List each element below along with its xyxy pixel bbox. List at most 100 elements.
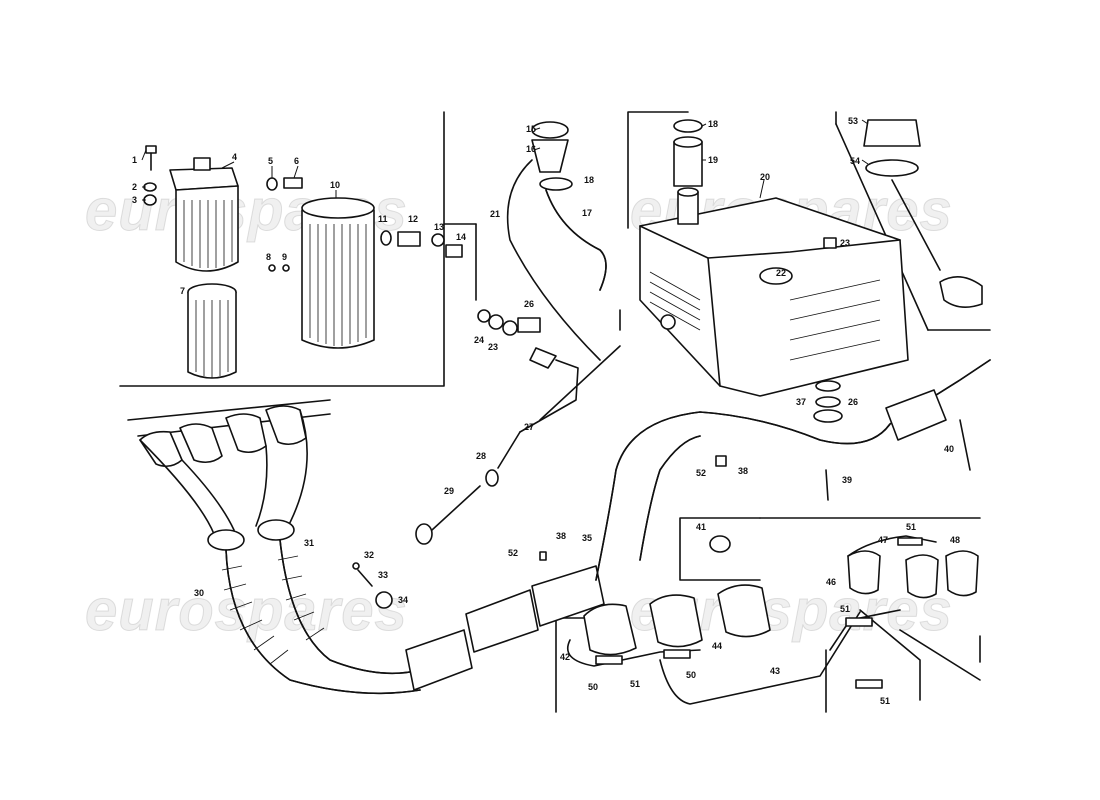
float-bowl-48a — [905, 554, 939, 599]
flange-right — [257, 519, 295, 541]
union-bolt-6 — [283, 177, 303, 189]
callout-7: 7 — [180, 286, 185, 296]
pump-53 — [863, 119, 921, 147]
callout-38: 38 — [738, 466, 748, 476]
carb-1 — [583, 603, 637, 656]
gasket-54 — [865, 159, 919, 177]
filler-neck-16 — [531, 139, 569, 173]
callout-32: 32 — [364, 550, 374, 560]
screw-9 — [282, 264, 290, 272]
washer-13 — [431, 233, 445, 247]
callout-53: 53 — [848, 116, 858, 126]
washer-25 — [488, 314, 504, 330]
callout-40: 40 — [944, 444, 954, 454]
callout-labels: 1 2 3 4 5 6 7 8 9 10 11 12 13 14 15 16 1… — [132, 116, 960, 706]
callout-23: 23 — [840, 238, 850, 248]
callout-15: 15 — [526, 124, 536, 134]
washer-24 — [477, 309, 491, 323]
callout-38b: 38 — [556, 531, 566, 541]
callout-47: 47 — [878, 535, 888, 545]
callout-20: 20 — [760, 172, 770, 182]
bolt-39 — [825, 469, 829, 501]
callout-17: 17 — [582, 208, 592, 218]
filter-canister-10 — [301, 201, 375, 349]
filler-hose-17 — [545, 189, 607, 291]
drain-22 — [759, 267, 793, 285]
callout-54: 54 — [850, 156, 860, 166]
washer-28 — [485, 469, 499, 487]
callout-39: 39 — [842, 475, 852, 485]
hose-51a — [897, 537, 923, 546]
callout-31: 31 — [304, 538, 314, 548]
fuel-filter-assembly — [143, 145, 463, 379]
callout-41: 41 — [696, 522, 706, 532]
callout-29: 29 — [444, 486, 454, 496]
callout-11: 11 — [378, 214, 388, 224]
callout-50a: 50 — [588, 682, 598, 692]
callout-51a: 51 — [906, 522, 916, 532]
nut-23 — [823, 237, 837, 249]
flex-hose-29 — [431, 485, 481, 531]
fuel-tank-20 — [639, 187, 909, 423]
filler-assembly — [506, 121, 607, 361]
callout-21: 21 — [490, 209, 500, 219]
float-bowl-48b — [945, 550, 979, 597]
callout-22: 22 — [776, 268, 786, 278]
callout-9: 9 — [282, 252, 287, 262]
clip-panel-frame — [679, 517, 761, 581]
float-bowl-46 — [847, 550, 881, 595]
callout-27: 27 — [524, 422, 534, 432]
callout-3: 3 — [132, 195, 137, 205]
filter-panel-frame — [119, 111, 445, 387]
callout-14: 14 — [456, 232, 466, 242]
carb-3 — [717, 584, 771, 638]
union-12 — [397, 231, 421, 247]
hose-51b — [845, 617, 873, 627]
filter-head-cap — [193, 157, 211, 171]
callout-6: 6 — [294, 156, 299, 166]
callout-36: 26 — [848, 397, 858, 407]
callout-44: 44 — [712, 641, 722, 651]
filter-bowl — [175, 185, 239, 272]
hose-51c — [855, 679, 883, 689]
callout-24: 24 — [474, 335, 484, 345]
mount-37a — [815, 380, 841, 392]
callout-42: 42 — [560, 652, 570, 662]
flex-pipe-27 — [497, 431, 521, 469]
mount-36 — [813, 409, 843, 423]
hanger-40 — [959, 419, 971, 471]
callout-33: 33 — [378, 570, 388, 580]
hose-clip-18 — [539, 177, 573, 191]
callout-2: 2 — [132, 182, 137, 192]
callout-19: 19 — [708, 155, 718, 165]
filler-cap-15 — [531, 121, 569, 139]
leader-lines — [141, 119, 869, 201]
fuel-pump-assembly — [863, 119, 983, 308]
callout-34: 34 — [398, 595, 408, 605]
callout-4: 4 — [232, 152, 237, 162]
callout-50b: 50 — [686, 670, 696, 680]
washer-8 — [268, 264, 276, 272]
callout-46: 46 — [826, 577, 836, 587]
exhaust-pipes — [221, 359, 991, 695]
rear-muffler — [885, 389, 947, 441]
washer-5 — [266, 177, 278, 191]
tank-pipe-leader — [539, 345, 621, 421]
callout-52b: 52 — [508, 548, 518, 558]
washer-11 — [380, 230, 392, 246]
bolt-1 — [145, 145, 157, 154]
exhaust-manifold — [127, 399, 331, 551]
tank-body — [639, 197, 909, 397]
callout-51b: 51 — [840, 604, 850, 614]
callout-30: 30 — [194, 588, 204, 598]
panel-frames — [119, 111, 991, 713]
sleeve-19 — [673, 141, 703, 187]
callout-51c: 51 — [630, 679, 640, 689]
carburettor-assembly — [566, 535, 981, 705]
callout-16: 16 — [526, 144, 536, 154]
callout-37: 37 — [796, 397, 806, 407]
callout-10: 10 — [330, 180, 340, 190]
callout-48: 48 — [950, 535, 960, 545]
union-26b — [529, 347, 557, 369]
callout-35: 35 — [582, 533, 592, 543]
